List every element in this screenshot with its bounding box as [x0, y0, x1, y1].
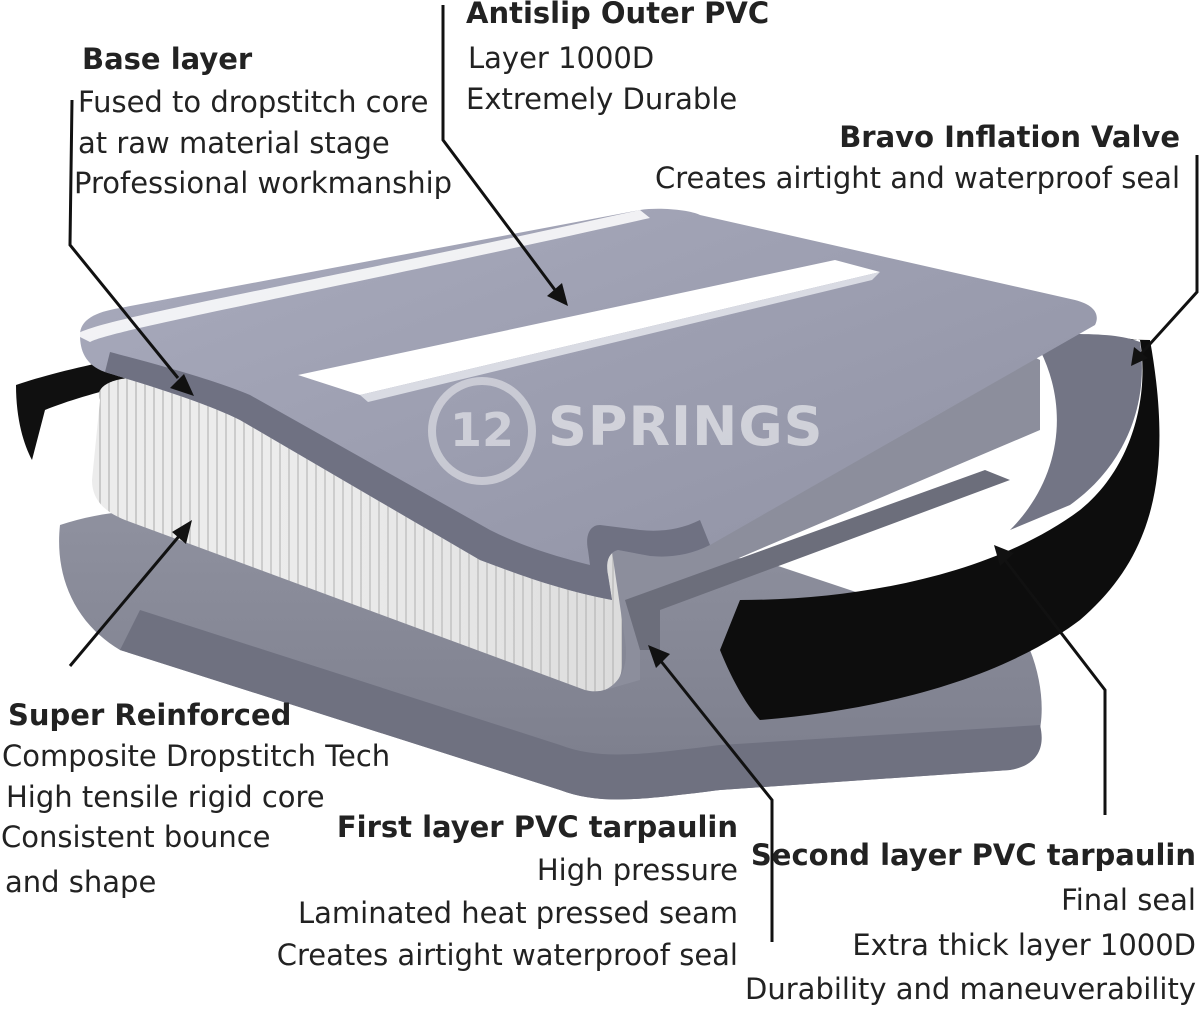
second-layer-line: Extra thick layer 1000D: [852, 927, 1196, 962]
leader-first-layer: [658, 659, 774, 942]
reinforced-line: and shape: [5, 865, 157, 900]
watermark-logo-ring: [428, 377, 536, 485]
reinforced-line: Consistent bounce: [1, 820, 271, 855]
leader-valve: [1138, 155, 1199, 357]
watermark-brand: SPRINGS: [548, 395, 824, 458]
reinforced-callout: Super Reinforced Composite Dropstitch Te…: [1, 698, 390, 900]
second-layer-callout: Second layer PVC tarpaulin Final seal Ex…: [745, 838, 1196, 1007]
second-layer-line: Final seal: [1061, 882, 1196, 917]
bottom-pvc-edge: [120, 610, 1042, 800]
base-layer-title: Base layer: [82, 42, 253, 76]
arrowhead-valve: [1131, 347, 1148, 366]
arrowhead-second-layer: [994, 545, 1014, 566]
reinforced-line: High tensile rigid core: [6, 779, 325, 814]
leader-reinforced: [68, 534, 182, 667]
reinforced-line: Composite Dropstitch Tech: [2, 738, 391, 773]
arrowhead-antislip: [547, 283, 568, 306]
first-layer-title: First layer PVC tarpaulin: [336, 810, 738, 844]
antislip-title: Antislip Outer PVC: [466, 0, 770, 30]
first-layer-callout: First layer PVC tarpaulin High pressure …: [277, 810, 738, 973]
antislip-line: Extremely Durable: [466, 81, 738, 116]
leader-second-layer: [1003, 559, 1107, 815]
leader-antislip: [441, 5, 557, 291]
watermark-number: 12: [449, 403, 514, 457]
valve-line: Creates airtight and waterproof seal: [654, 160, 1180, 195]
second-layer-black-band: [720, 335, 1160, 720]
second-layer-line: Durability and maneuverability: [745, 972, 1196, 1007]
base-layer-callout: Base layer Fused to dropstitch core at r…: [74, 42, 452, 201]
base-layer-line: Professional workmanship: [74, 166, 453, 201]
top-layer-front-edge: [105, 352, 710, 600]
top-antislip-layer: [80, 208, 1097, 601]
arrowhead-first-layer: [648, 645, 670, 668]
arrowhead-reinforced: [172, 520, 192, 544]
valve-title: Bravo Inflation Valve: [839, 120, 1180, 154]
second-layer-title: Second layer PVC tarpaulin: [750, 838, 1196, 872]
arrowhead-base-layer: [170, 374, 194, 396]
leader-arrowheads: [170, 283, 1148, 668]
base-layer-line: at raw material stage: [78, 125, 390, 160]
first-layer-line: Creates airtight waterproof seal: [276, 938, 738, 973]
first-layer-line: High pressure: [536, 852, 738, 887]
antislip-callout: Antislip Outer PVC Layer 1000D Extremely…: [466, 0, 769, 116]
valve-callout: Bravo Inflation Valve Creates airtight a…: [655, 120, 1180, 196]
leader-base-layer: [68, 99, 180, 379]
first-layer-line: Laminated heat pressed seam: [298, 895, 738, 930]
leader-lines: [68, 5, 1199, 942]
top-white-stripe: [298, 260, 880, 395]
base-layer-line: Fused to dropstitch core: [78, 84, 429, 119]
first-layer-pvc: [600, 340, 1040, 690]
reinforced-title: Super Reinforced: [8, 698, 292, 732]
antislip-line: Layer 1000D: [468, 40, 655, 75]
